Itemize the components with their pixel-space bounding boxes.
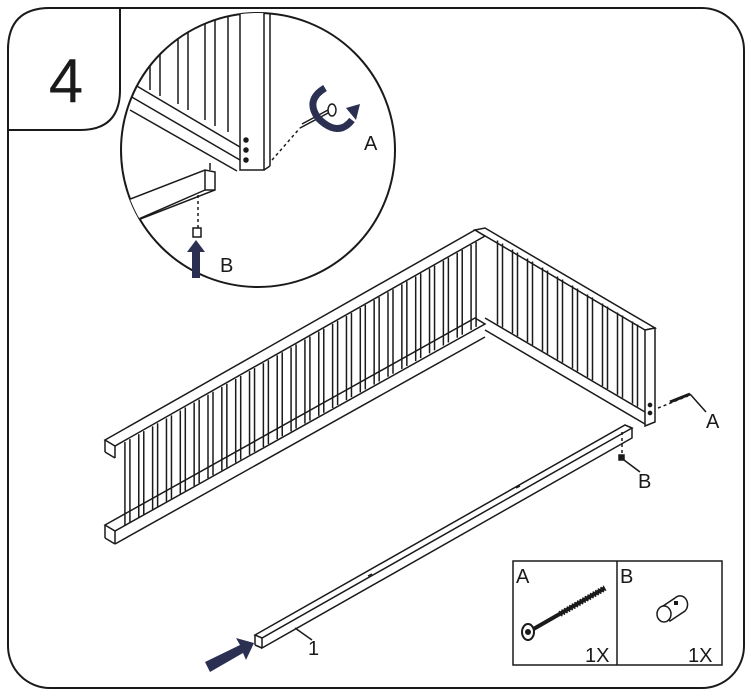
- main-label-a: A: [706, 411, 720, 433]
- long-side-slats: [124, 241, 477, 526]
- legend-label-b: B: [620, 566, 633, 588]
- insert-arrow-icon: [187, 240, 205, 278]
- main-assembly: A 1 B: [103, 227, 720, 660]
- bolt-icon: [521, 585, 607, 641]
- zoom-detail: A B: [120, 12, 396, 288]
- push-arrow-icon: [205, 638, 254, 672]
- main-nut-b: [618, 432, 641, 473]
- rail-part-1: [253, 424, 634, 650]
- legend-part-b: B 1X: [620, 566, 712, 667]
- legend-qty-a: 1X: [585, 645, 609, 667]
- rotate-arrow-icon: [309, 84, 360, 132]
- part-label-1: 1: [308, 638, 319, 660]
- barrel-nut-icon: [656, 595, 689, 623]
- step-number: 4: [49, 47, 83, 116]
- long-side-panel: [103, 229, 487, 545]
- main-bolt-a: [657, 392, 707, 413]
- main-label-b: B: [638, 471, 651, 493]
- detail-nut-b: [192, 227, 202, 238]
- end-panel-slats: [496, 240, 639, 407]
- page-frame: [7, 7, 745, 689]
- parts-legend: A 1X B 1X: [512, 560, 723, 667]
- detail-label-a: A: [364, 133, 378, 155]
- legend-label-a: A: [516, 566, 530, 588]
- step-tab: [7, 7, 121, 131]
- legend-qty-b: 1X: [688, 645, 712, 667]
- detail-post: [239, 13, 271, 171]
- end-panel: [472, 227, 658, 428]
- legend-part-a: A 1X: [516, 566, 609, 667]
- detail-label-b: B: [220, 255, 233, 277]
